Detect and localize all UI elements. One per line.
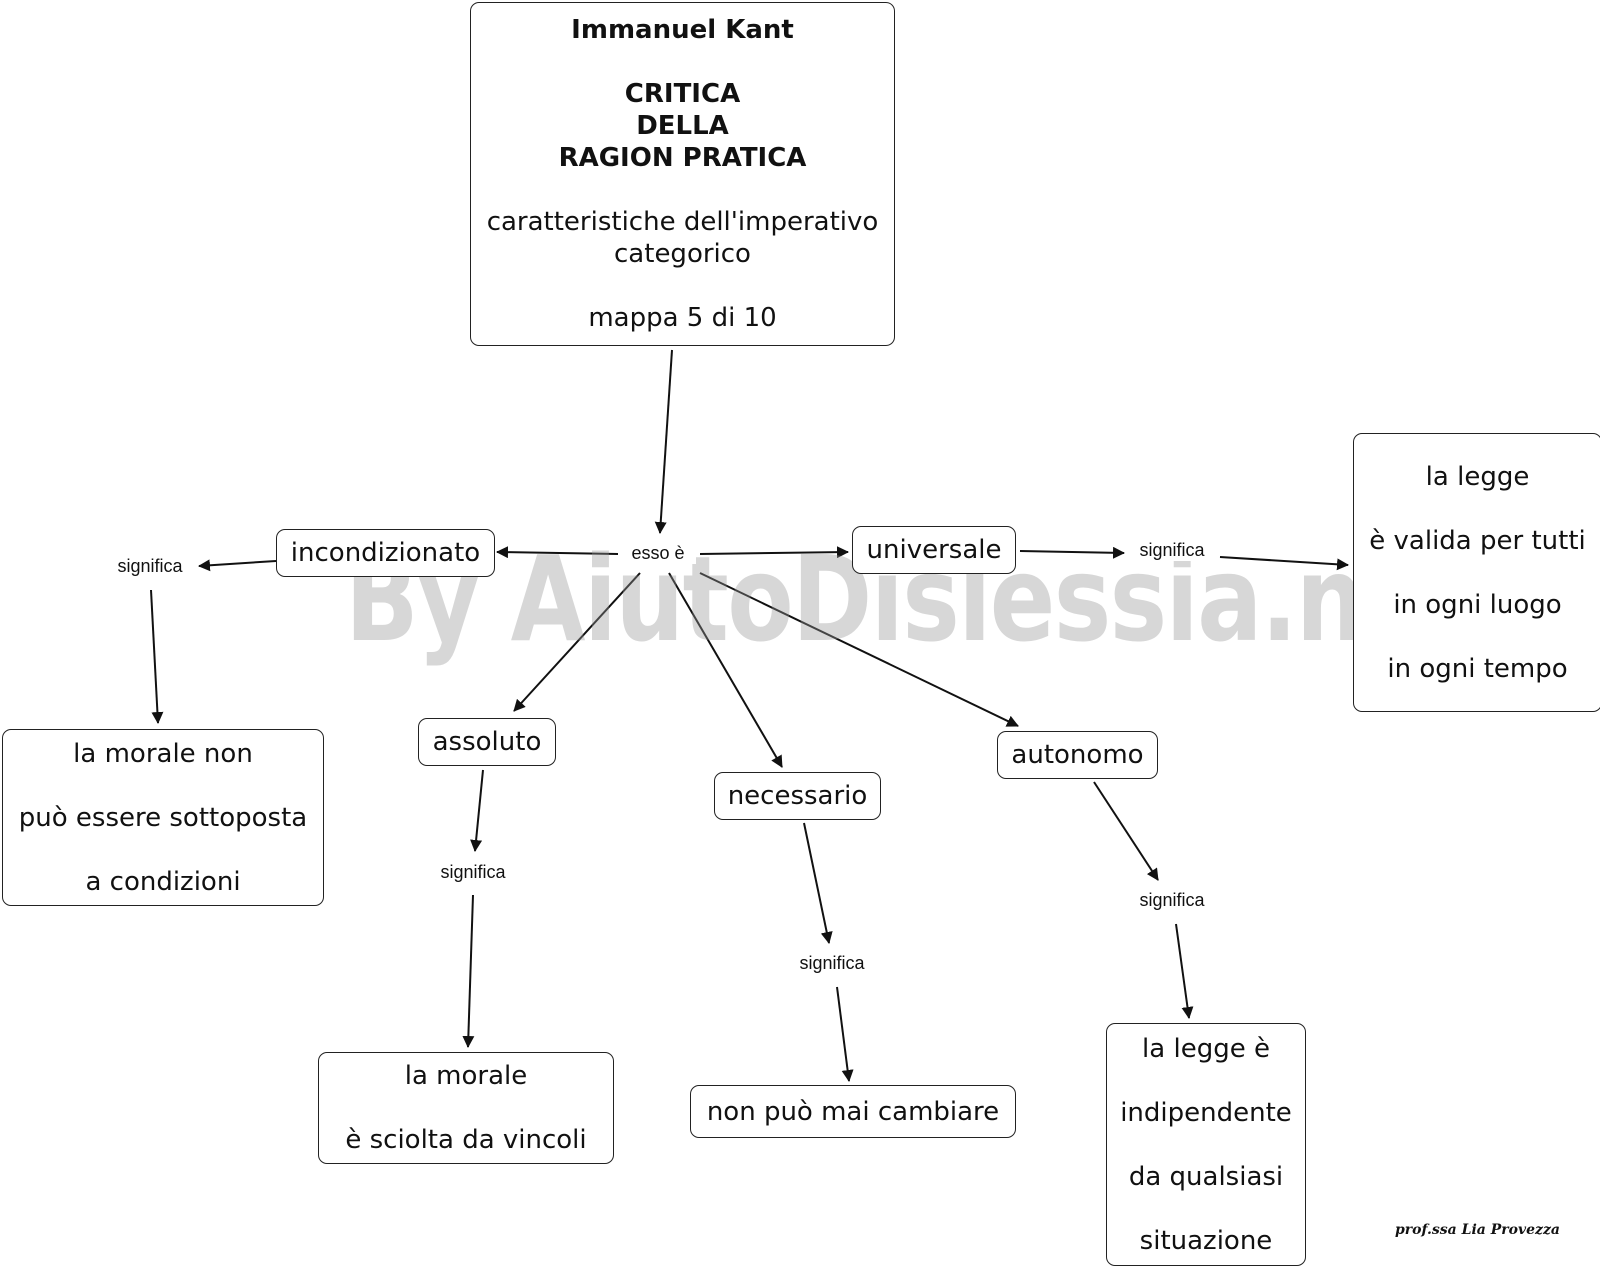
meaning-autonomo-line-2: indipendente [1120, 1097, 1292, 1128]
title-subtitle-line-1: caratteristiche dell'imperativo [486, 207, 879, 237]
title-box: Immanuel Kant CRITICA DELLA RAGION PRATI… [470, 2, 895, 346]
meaning-universale-line-4: in ogni tempo [1387, 653, 1568, 684]
link-significa-incondizionato: significa [110, 556, 190, 577]
title-work-line-1: CRITICA [624, 79, 741, 109]
title-work-line-3: RAGION PRATICA [558, 143, 807, 173]
arrow-significa-to-incondizionato-meaning [150, 589, 164, 724]
concept-incondizionato: incondizionato [276, 529, 495, 577]
concept-universale: universale [852, 526, 1016, 574]
arrow-incondizionato-to-significa [198, 559, 277, 572]
link-significa-universale: significa [1130, 540, 1214, 561]
arrow-significa-to-assoluto-meaning [462, 894, 475, 1048]
meaning-assoluto-line-1: la morale [404, 1061, 528, 1091]
concept-necessario: necessario [714, 772, 881, 820]
arrow-hub-to-assoluto [513, 572, 641, 712]
meaning-incondizionato-line-2: può essere sottoposta [18, 802, 308, 833]
concept-assoluto: assoluto [418, 718, 556, 766]
link-significa-assoluto: significa [432, 862, 514, 883]
meaning-universale-line-3: in ogni luogo [1393, 589, 1562, 620]
title-map-number: mappa 5 di 10 [588, 303, 777, 333]
author-signature: prof.ssa Lia Provezza [1395, 1222, 1560, 1238]
meaning-universale-line-2: è valida per tutti [1369, 525, 1586, 556]
concept-necessario-label: necessario [727, 781, 868, 811]
meaning-autonomo-line-3: da qualsiasi [1128, 1161, 1284, 1192]
arrow-universale-to-significa [1019, 546, 1125, 559]
meaning-autonomo-line-1: la legge è [1142, 1033, 1270, 1064]
meaning-assoluto-line-2: è sciolta da vincoli [345, 1125, 587, 1155]
arrow-significa-to-autonomo-meaning [1175, 923, 1194, 1019]
link-significa-necessario: significa [790, 953, 874, 974]
arrow-title-to-hub [654, 349, 673, 534]
meaning-universale: la legge è valida per tutti in ogni luog… [1353, 433, 1600, 712]
arrow-autonomo-to-significa [1093, 781, 1159, 881]
title-author: Immanuel Kant [571, 15, 794, 45]
arrow-hub-to-incondizionato [496, 546, 619, 559]
meaning-necessario-line-1: non può mai cambiare [706, 1096, 1000, 1127]
meaning-autonomo-line-4: situazione [1139, 1225, 1273, 1256]
meaning-universale-line-1: la legge [1425, 461, 1530, 492]
link-significa-autonomo: significa [1130, 890, 1214, 911]
arrow-assoluto-to-significa [470, 769, 484, 852]
meaning-incondizionato-line-1: la morale non [73, 738, 253, 769]
meaning-assoluto: la morale è sciolta da vincoli [318, 1052, 614, 1164]
concept-autonomo: autonomo [997, 731, 1158, 779]
arrow-hub-to-necessario [668, 572, 783, 768]
title-subtitle-line-2: categorico [614, 239, 751, 269]
hub-label: esso è [620, 543, 696, 564]
concept-autonomo-label: autonomo [1011, 740, 1144, 770]
arrow-significa-to-universale-meaning [1219, 556, 1349, 571]
concept-assoluto-label: assoluto [432, 727, 542, 757]
meaning-incondizionato-line-3: a condizioni [85, 866, 241, 897]
title-work-line-2: DELLA [636, 111, 729, 141]
meaning-autonomo: la legge è indipendente da qualsiasi sit… [1106, 1023, 1306, 1266]
meaning-necessario: non può mai cambiare [690, 1085, 1016, 1138]
meaning-incondizionato: la morale non può essere sottoposta a co… [2, 729, 324, 906]
concept-incondizionato-label: incondizionato [290, 538, 481, 568]
arrow-hub-to-universale [699, 546, 849, 559]
arrow-necessario-to-significa [803, 822, 833, 944]
arrow-hub-to-autonomo [699, 572, 1019, 727]
concept-universale-label: universale [866, 535, 1002, 565]
arrow-significa-to-necessario-meaning [836, 986, 854, 1082]
